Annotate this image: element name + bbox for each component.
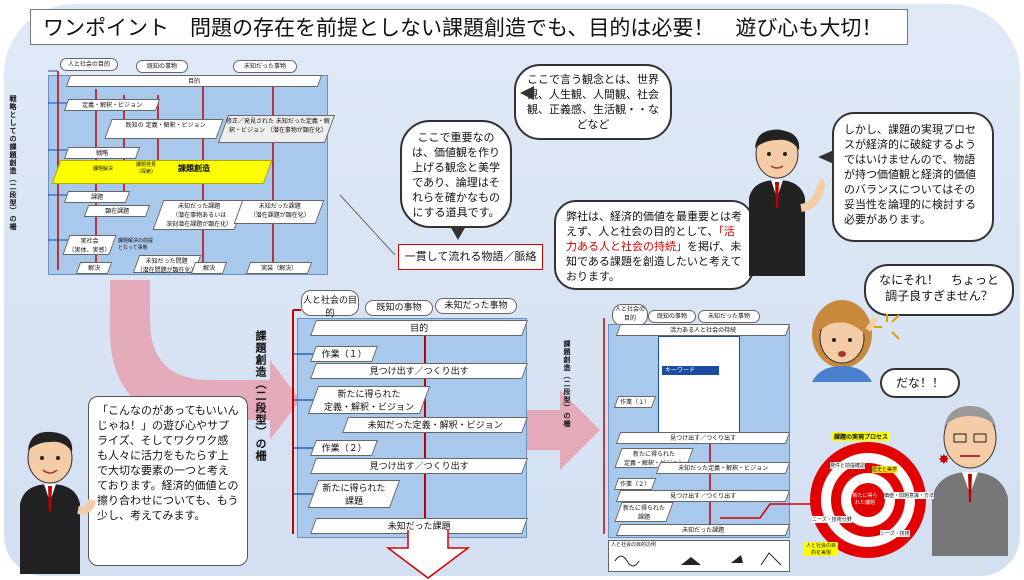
worldview-bubble: ここで言う観念とは、世界観、人生観、人間観、社会観、正義感、生活観・・などなど bbox=[514, 64, 672, 140]
mini-vertical-label: 戦略としての課題創造（二段型）の柵 bbox=[9, 95, 17, 231]
right-inner-list-panel bbox=[658, 336, 740, 434]
page-title: ワンポイント 問題の存在を前提としない課題創造でも、目的は必要！ 遊び心も大切！ bbox=[30, 9, 908, 45]
woman-bubble: なにそれ！ ちょっと調子良すぎません？ bbox=[864, 264, 1014, 316]
right-pill-purpose: 人と社会の目的 bbox=[612, 304, 648, 326]
mini-task-creation: 課題創造 bbox=[178, 164, 210, 173]
businessman-figure bbox=[749, 129, 825, 276]
down-outline-arrow bbox=[385, 530, 471, 579]
target-label-needs: ニーズ・技術分野 bbox=[812, 516, 852, 523]
target-label-seeds: シーズ・技術 bbox=[880, 530, 910, 537]
company-bubble: 弊社は、経済的価値を最重要とは考えず、人と社会の目的として、「活力ある人と社会の… bbox=[554, 200, 754, 290]
right-example-strip: 人と社会の目的の例 bbox=[608, 540, 790, 572]
center-explanation-tail bbox=[450, 226, 466, 240]
center-row-work2: 作業（２） bbox=[310, 440, 378, 456]
right-diagram: 人と社会の目的 既知の事物 未知だった事物 活力ある人と社会の持続 作業（１） … bbox=[598, 302, 798, 572]
anger-mark-icon: ✸ bbox=[938, 452, 950, 468]
old-man-bubble: だな！！ bbox=[880, 368, 960, 398]
worldview-bubble-tail bbox=[520, 86, 534, 100]
target-label-realize: 人と社会の目的を実現 bbox=[804, 542, 838, 556]
target-label-requirements: 要件と前提確認 bbox=[830, 462, 866, 469]
center-pill-unknown: 未知だった事物 bbox=[435, 298, 517, 314]
woman-figure bbox=[812, 300, 879, 382]
target-label-new-task: 新たに得られた課題 bbox=[852, 493, 878, 506]
mini-pill-purpose: 人と社会の目的 bbox=[60, 58, 118, 71]
company-text-highlight: 「活力ある人と社会の持続」 bbox=[566, 225, 735, 253]
center-row-find1: 見つけ出す／つくり出す bbox=[310, 363, 528, 379]
old-man-figure bbox=[932, 406, 1008, 556]
target-connector bbox=[720, 503, 815, 519]
right-keyword-box: キーワード bbox=[662, 366, 719, 375]
mini-problem-solving: 課題解決 bbox=[93, 166, 114, 172]
center-row-find2: 見つけ出す／つくり出す bbox=[310, 458, 528, 474]
right-example-icons bbox=[614, 552, 782, 567]
target-label-values: 価値・問題意識・方法 bbox=[884, 492, 935, 499]
target-diagram: 課題の実現プロセス 要件と前提確認 歴史と美学 価値・問題意識・方法 ニーズ・技… bbox=[804, 430, 936, 560]
right-example-label: 人と社会の目的の例 bbox=[611, 542, 657, 548]
right-pill-unknown: 未知だった事物 bbox=[698, 310, 760, 323]
target-label-history: 歴史と美学 bbox=[872, 466, 898, 473]
center-row-purpose: 目的 bbox=[310, 320, 528, 336]
left-businessman-figure bbox=[20, 431, 96, 574]
target-title: 課題の実現プロセス bbox=[832, 432, 891, 441]
mini-problem-discovery: 課題発見 （探索） bbox=[136, 162, 157, 175]
mini-pill-known: 既知の事物 bbox=[136, 60, 188, 73]
mini-row-premise: 課題解決の前提 となって事態 bbox=[118, 238, 154, 251]
center-row-new-task: 新たに得られた 課題 bbox=[307, 480, 401, 508]
mini-pill-unknown: 未知だった事物 bbox=[233, 60, 297, 73]
center-vertical-label: 課題創造（二段型）の柵 bbox=[254, 330, 267, 462]
right-row-find1: 見つけ出す／つくり出す bbox=[615, 432, 791, 444]
right-row-work1: 作業（１） bbox=[613, 396, 657, 408]
right-row-new-task: 新たに得られた 課題 bbox=[614, 502, 674, 522]
company-text-after: を掲げ、未知である課題を創造したいと考えております。 bbox=[566, 240, 742, 283]
balance-bubble-tail bbox=[818, 150, 834, 164]
right-vertical-label: 課題創造（二段型）の柵 bbox=[563, 340, 571, 428]
right-row-purpose: 活力ある人と社会の持続 bbox=[615, 324, 791, 336]
right-row-unknown-definition: 未知だった定義・解釈・ビジョン bbox=[655, 462, 791, 474]
story-banner: 一貫して流れる物語／脈絡 bbox=[398, 244, 543, 270]
company-text-before: 弊社は、経済的価値を最重要とは考えず、人と社会の目的として、 bbox=[566, 210, 742, 238]
exclaim-spark-icon bbox=[874, 314, 900, 340]
center-pill-known: 既知の事物 bbox=[365, 300, 433, 316]
center-diagram: 人と社会の目的 既知の事物 未知だった事物 目的 作業（１） 見つけ出す／つくり… bbox=[285, 290, 535, 540]
center-pill-purpose: 人と社会の目的 bbox=[301, 290, 359, 319]
center-row-work1: 作業（１） bbox=[310, 346, 378, 362]
mini-diagram: 戦略としての課題創造（二段型）の柵 人と社会の目的 既知の事物 未知だった事物 … bbox=[8, 55, 338, 285]
center-explanation-bubble: ここで重要なのは、価値観を作り上げる観念と美学であり、論理はそれらを確かなものに… bbox=[400, 120, 512, 228]
right-row-work2: 作業（２） bbox=[613, 478, 657, 490]
center-row-new-definition: 新たに得られた 定義・解釈・ビジョン bbox=[307, 386, 431, 414]
balance-bubble: しかし、課題の実現プロセスが経済的に破綻するようではいけませんので、物語が持つ価… bbox=[832, 112, 994, 242]
center-row-unknown-definition: 未知だった定義・解釈・ビジョン bbox=[342, 417, 528, 433]
playfulness-bubble: 「こんなのがあってもいいんじゃね！」の遊び心やサプライズ、そしてワクワク感も人々… bbox=[88, 396, 248, 566]
right-pill-known: 既知の事物 bbox=[648, 310, 696, 323]
